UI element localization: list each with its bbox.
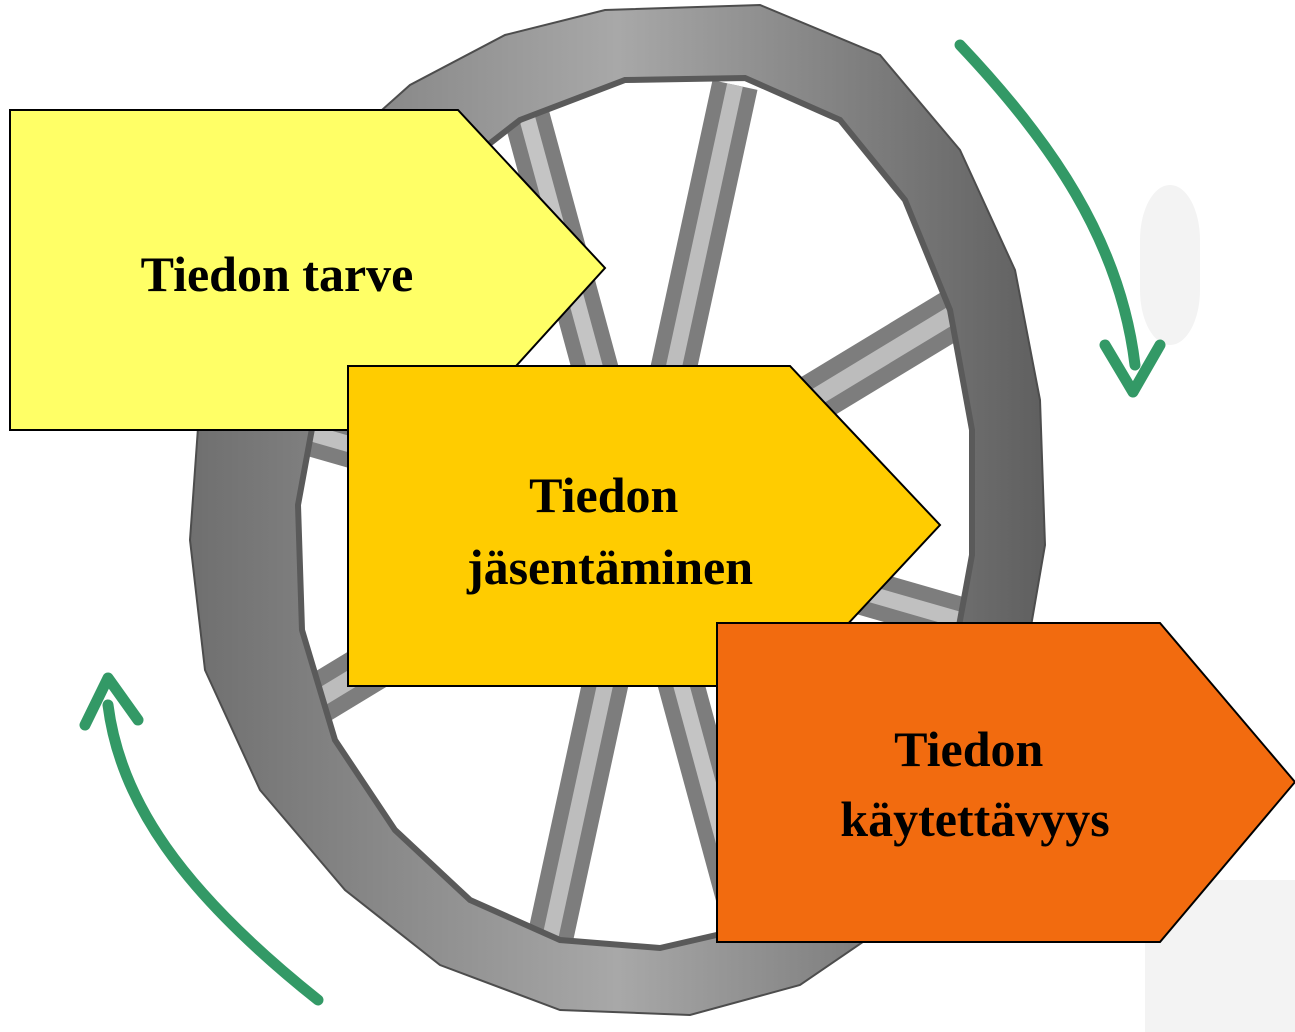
step-3-label-line-2: käytettävyys	[840, 791, 1109, 847]
step-2-label: Tiedon jäsentäminen	[466, 467, 753, 595]
step-2-label-line-2: jäsentäminen	[466, 539, 753, 595]
step-tiedon-tarve: Tiedon tarve	[9, 109, 607, 431]
background-shape	[1140, 185, 1200, 345]
step-3-label: Tiedon käytettävyys	[840, 721, 1109, 847]
cycle-arrow-top-head	[1099, 339, 1166, 398]
step-1-label-line-1: Tiedon tarve	[141, 246, 414, 302]
step-1-arrow-shape	[9, 109, 607, 431]
cycle-arrow-bottom-head	[79, 672, 144, 731]
step-3-arrow-shape	[716, 622, 1295, 943]
cycle-arrow-bottom	[102, 699, 324, 1006]
step-2-arrow-shape	[347, 365, 942, 687]
cycle-arrows	[79, 39, 1166, 1006]
step-2-label-line-1: Tiedon	[529, 467, 678, 523]
step-3-label-line-1: Tiedon	[894, 721, 1043, 777]
cycle-arrow-top	[954, 39, 1141, 371]
step-1-label: Tiedon tarve	[141, 246, 414, 302]
step-tiedon-jasentaminen: Tiedon jäsentäminen	[347, 365, 942, 687]
step-tiedon-kaytettavyys: Tiedon käytettävyys	[716, 622, 1295, 943]
